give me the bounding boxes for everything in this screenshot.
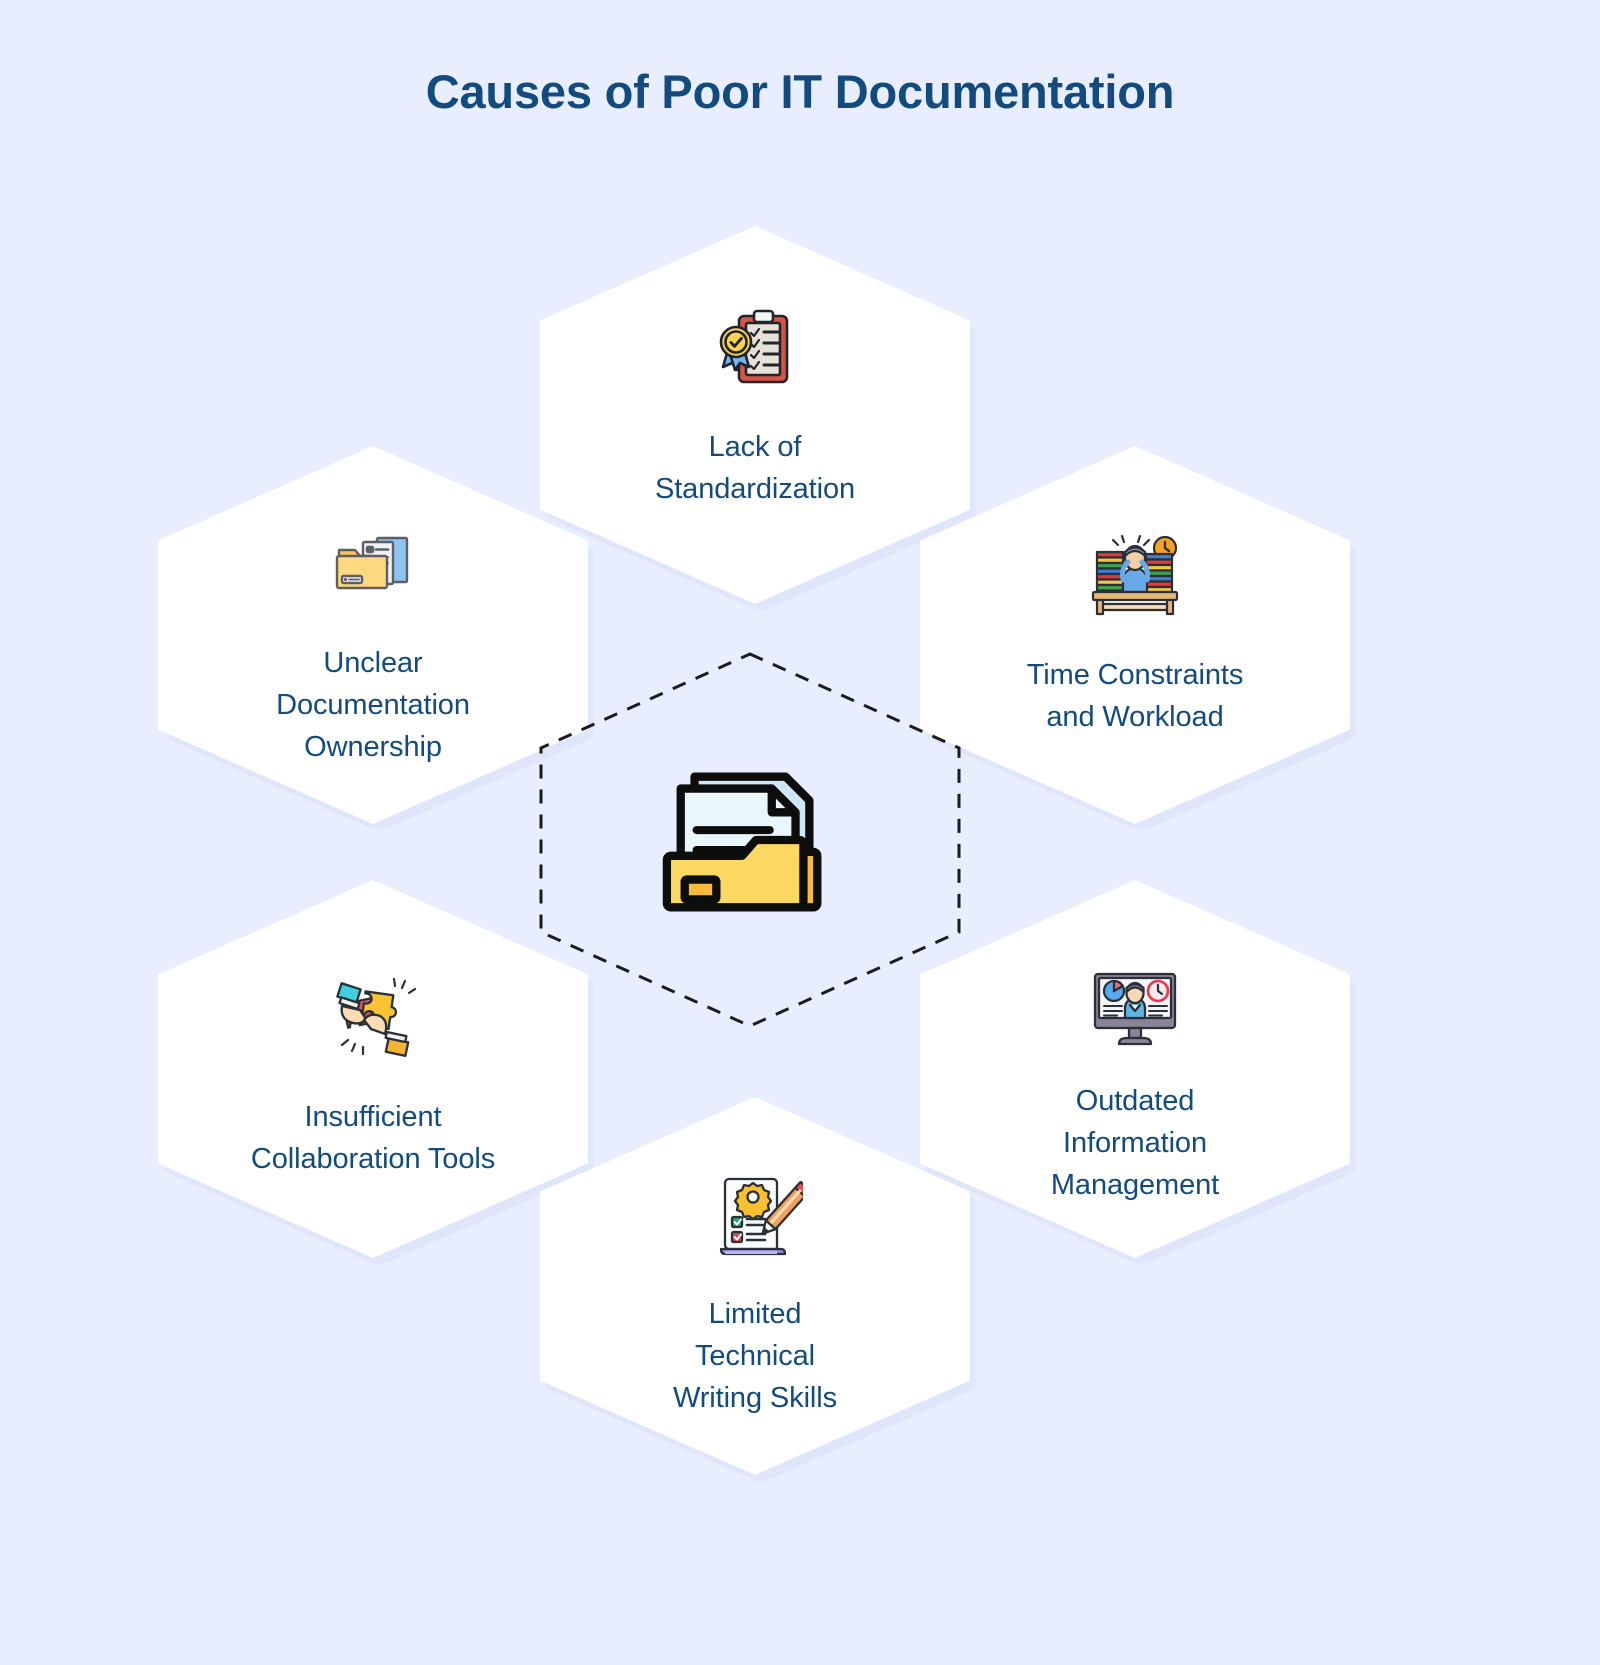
- documents-folder-icon: [655, 745, 845, 935]
- document-gear-pencil-icon: [719, 1177, 803, 1256]
- hexagon-insufficient-collaboration-tools[interactable]: Insufficient Collaboration Tools: [158, 880, 588, 1258]
- hexagon-label: Outdated Information Management: [1050, 1085, 1220, 1202]
- clipboard-award-checklist-icon: [719, 309, 789, 384]
- hexagon-unclear-documentation-ownership[interactable]: Unclear Documentation Ownership: [158, 446, 588, 824]
- hexagon-label: Lack of Standardization: [654, 431, 856, 506]
- stressed-worker-clock-icon: [1091, 534, 1179, 616]
- hexagon-lack-of-standardization[interactable]: Lack of Standardization: [540, 226, 970, 604]
- hexagon-label: Insufficient Collaboration Tools: [250, 1101, 496, 1176]
- center-dashed-hexagon: [535, 650, 965, 1030]
- hexagon-time-constraints-and-workload[interactable]: Time Constraints and Workload: [920, 446, 1350, 824]
- hexagon-limited-technical-writing-skills[interactable]: Limited Technical Writing Skills: [540, 1097, 970, 1475]
- folder-documents-icon: [335, 536, 409, 590]
- hexagon-label: Unclear Documentation Ownership: [276, 647, 470, 764]
- hands-puzzle-pieces-icon: [336, 977, 417, 1058]
- page-title: Causes of Poor IT Documentation: [425, 65, 1175, 118]
- hexagon-label: Time Constraints and Workload: [1026, 659, 1244, 734]
- monitor-dashboard-person-icon: [1093, 972, 1177, 1046]
- hexagon-label: Limited Technical Writing Skills: [672, 1298, 838, 1415]
